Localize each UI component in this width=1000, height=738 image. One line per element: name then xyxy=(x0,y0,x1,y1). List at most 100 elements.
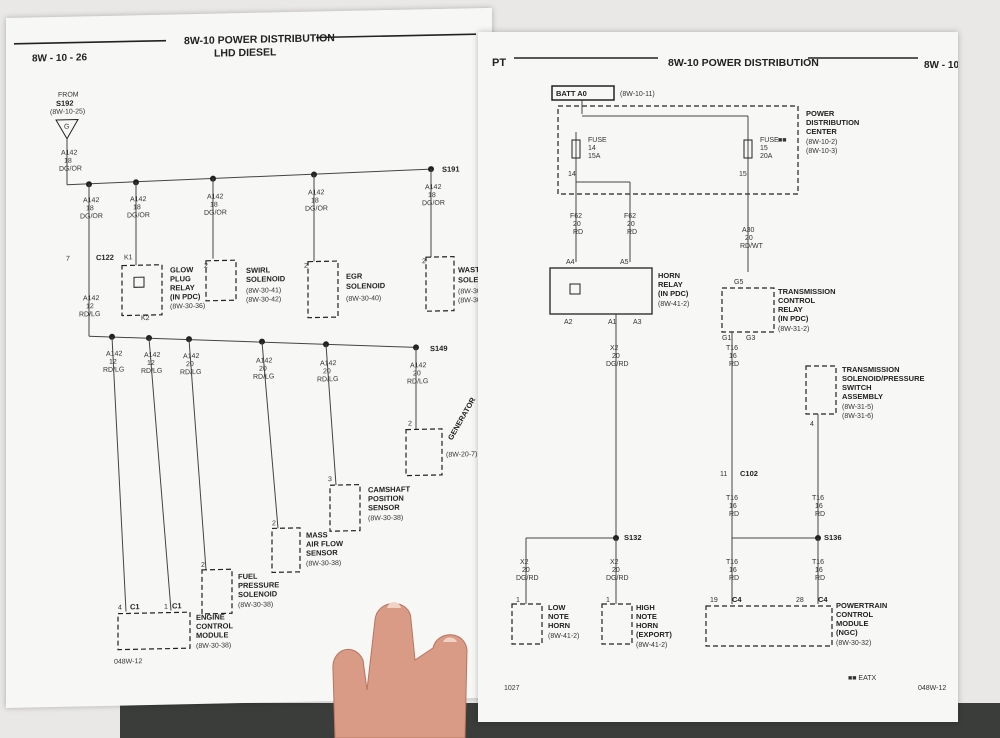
wire-label: 18 xyxy=(64,158,72,165)
trans-relay-box xyxy=(721,287,775,333)
svg-text:CONTROL: CONTROL xyxy=(836,610,873,619)
svg-text:16: 16 xyxy=(815,567,823,574)
eatx-legend: ■■ EATX xyxy=(848,675,876,682)
svg-text:SOLENOID/PRESSURE: SOLENOID/PRESSURE xyxy=(842,374,925,383)
pcm-box xyxy=(705,605,833,647)
svg-text:DG/RD: DG/RD xyxy=(516,575,539,582)
fuel-solenoid-label: FUEL PRESSURE SOLENOID (8W-30-38) xyxy=(238,572,279,609)
svg-text:RD/LG: RD/LG xyxy=(141,368,162,375)
svg-text:T16: T16 xyxy=(812,559,824,566)
svg-text:(NGC): (NGC) xyxy=(836,628,858,637)
fuse-14-label: FUSE 14 15A xyxy=(588,137,607,160)
wire-label: A142 xyxy=(83,295,99,302)
right-schematic: PT 8W-10 POWER DISTRIBUTION 8W - 10 - 27… xyxy=(492,57,979,692)
svg-text:(8W-30-40): (8W-30-40) xyxy=(346,295,381,303)
svg-text:RD: RD xyxy=(815,511,825,518)
high-horn-label: HIGH NOTE HORN (EXPORT) (8W-41-2) xyxy=(636,603,672,649)
svg-text:(IN PDC): (IN PDC) xyxy=(778,314,809,323)
wastegate-solenoid-label: WASTEG SOLENO (8W-30-4 (8W-30-4 xyxy=(458,265,491,305)
wire-label: RD/LG xyxy=(79,311,100,318)
svg-text:14: 14 xyxy=(588,145,596,152)
svg-text:16: 16 xyxy=(729,353,737,360)
pin-label: 11 xyxy=(720,471,727,478)
svg-text:A142: A142 xyxy=(130,196,146,203)
pin-label: 4 xyxy=(810,421,814,428)
svg-text:(8W-30-38): (8W-30-38) xyxy=(196,642,231,650)
svg-text:HIGH: HIGH xyxy=(636,603,655,612)
svg-text:(8W-30-4: (8W-30-4 xyxy=(458,288,487,296)
splice-s191: S191 xyxy=(442,165,460,174)
wastegate-solenoid-box xyxy=(425,256,455,312)
svg-text:SENSOR: SENSOR xyxy=(306,548,338,558)
svg-text:HORN: HORN xyxy=(658,271,680,280)
svg-text:(8W-30-42): (8W-30-42) xyxy=(246,296,281,304)
pin-label: A4 xyxy=(566,259,575,266)
pin-label: 14 xyxy=(568,171,576,178)
connector-c1: C1 xyxy=(130,602,140,611)
svg-text:(8W-31-2): (8W-31-2) xyxy=(778,326,809,333)
svg-text:NOTE: NOTE xyxy=(548,612,569,621)
right-footer: 048W-12 xyxy=(918,685,946,692)
horn-relay-box xyxy=(549,267,653,315)
svg-text:20: 20 xyxy=(612,353,620,360)
left-page: 8W - 10 - 26 8W-10 POWER DISTRIBUTION LH… xyxy=(6,7,492,708)
hand-icon xyxy=(332,603,468,738)
svg-text:SOLENOID: SOLENOID xyxy=(238,589,278,599)
svg-text:A142: A142 xyxy=(183,353,199,360)
svg-text:(8W-30-38): (8W-30-38) xyxy=(306,560,341,568)
svg-text:LOW: LOW xyxy=(548,603,566,612)
svg-text:RD/LG: RD/LG xyxy=(103,367,124,374)
svg-text:15: 15 xyxy=(760,145,768,152)
svg-text:20: 20 xyxy=(259,366,267,373)
pin-label: 1 xyxy=(164,604,168,611)
svg-text:PLUG: PLUG xyxy=(170,274,191,283)
svg-text:CAMSHAFT: CAMSHAFT xyxy=(368,485,410,495)
svg-text:CONTROL: CONTROL xyxy=(778,296,815,305)
svg-text:12: 12 xyxy=(147,360,155,367)
svg-text:A142: A142 xyxy=(144,352,160,359)
svg-text:(8W-30-41): (8W-30-41) xyxy=(246,287,281,295)
svg-text:SWITCH: SWITCH xyxy=(842,383,872,392)
svg-text:ENGINE: ENGINE xyxy=(196,612,225,622)
svg-text:MODULE: MODULE xyxy=(836,619,869,628)
svg-text:TRANSMISSION: TRANSMISSION xyxy=(842,365,900,374)
connector-c122: C122 xyxy=(96,253,114,262)
svg-text:(8W-30-36): (8W-30-36) xyxy=(170,303,205,311)
svg-text:MODULE: MODULE xyxy=(196,630,228,640)
left-page-number: 8W - 10 - 26 xyxy=(32,52,87,64)
connector-c1: C1 xyxy=(172,601,182,610)
wire-label: A142 xyxy=(61,150,77,157)
egr-solenoid-box xyxy=(307,260,339,319)
pin-label: G3 xyxy=(746,335,755,342)
wire-label: DG/OR xyxy=(59,165,82,172)
pin-label: 15 xyxy=(739,171,747,178)
svg-text:SWIRL: SWIRL xyxy=(246,265,271,275)
splice-s136: S136 xyxy=(824,533,842,542)
splice-s149: S149 xyxy=(430,344,448,353)
svg-text:20: 20 xyxy=(522,567,530,574)
svg-text:RELAY: RELAY xyxy=(170,283,195,293)
svg-text:SOLENOID: SOLENOID xyxy=(246,274,286,284)
svg-text:DG/OR: DG/OR xyxy=(204,209,227,216)
svg-text:RD/LG: RD/LG xyxy=(317,376,338,383)
svg-text:DISTRIBUTION: DISTRIBUTION xyxy=(806,118,859,127)
left-footer: 048W-12 xyxy=(114,658,142,666)
pin-label: 4 xyxy=(118,605,122,612)
pin-label: A5 xyxy=(620,259,629,266)
svg-text:A142: A142 xyxy=(83,197,99,204)
svg-text:15A: 15A xyxy=(588,153,601,160)
svg-text:RD: RD xyxy=(815,575,825,582)
glow-plug-relay-box xyxy=(121,264,163,317)
fingernail-icon xyxy=(443,637,457,642)
svg-text:SOLENOID: SOLENOID xyxy=(346,281,386,291)
reference-triangle-icon xyxy=(55,118,79,140)
left-page-title: 8W-10 POWER DISTRIBUTION xyxy=(184,32,335,47)
svg-text:(IN PDC): (IN PDC) xyxy=(658,289,689,298)
svg-text:RD/LG: RD/LG xyxy=(180,369,201,376)
svg-text:EGR: EGR xyxy=(346,272,363,281)
svg-text:HORN: HORN xyxy=(636,621,658,630)
svg-text:SOLENO: SOLENO xyxy=(458,275,490,285)
